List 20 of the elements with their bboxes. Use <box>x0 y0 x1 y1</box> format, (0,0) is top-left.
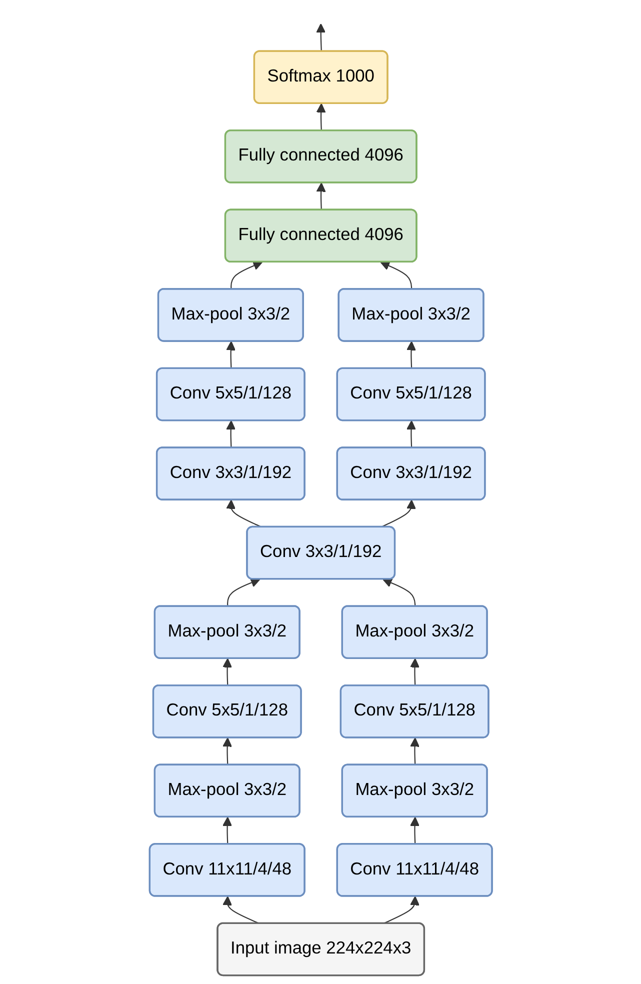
arrow <box>380 500 416 528</box>
arrow <box>410 658 420 686</box>
arrow <box>316 103 326 131</box>
arrow <box>316 182 326 210</box>
arrow <box>222 658 232 686</box>
arrow <box>226 500 262 528</box>
arrow <box>380 261 412 290</box>
arrow <box>222 816 232 844</box>
arrow <box>382 578 416 607</box>
arrow <box>230 261 262 290</box>
arrow <box>222 738 232 766</box>
arrow <box>226 578 260 607</box>
arrow <box>406 341 416 369</box>
arrow <box>406 420 416 448</box>
arrow <box>410 816 420 844</box>
arrow <box>226 341 236 369</box>
arrow <box>410 738 420 766</box>
arrow <box>222 896 260 924</box>
arrow <box>316 23 326 52</box>
arrow <box>226 420 236 448</box>
